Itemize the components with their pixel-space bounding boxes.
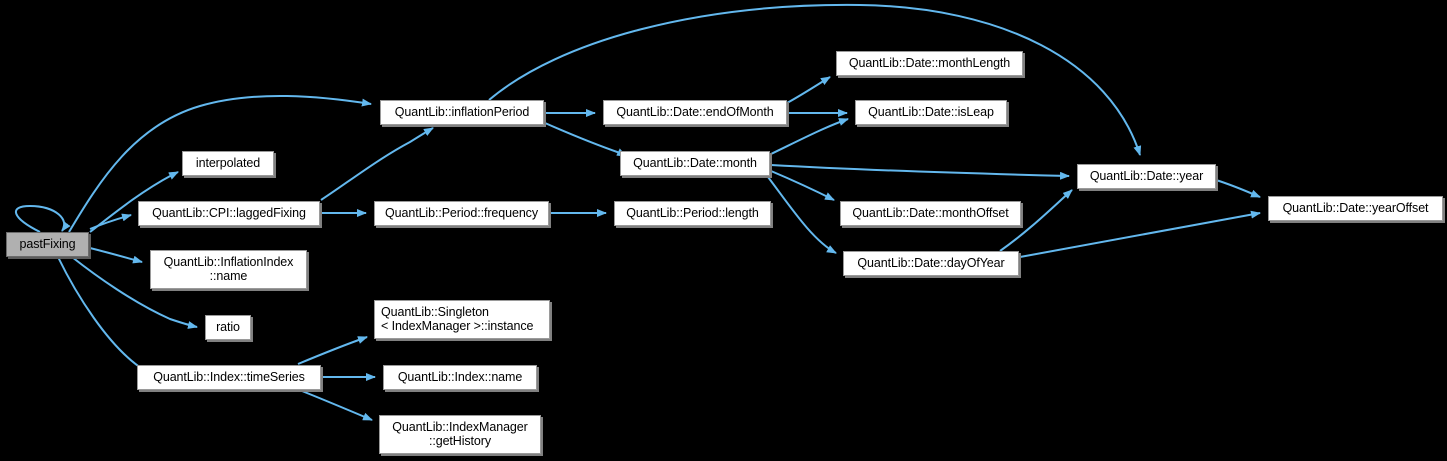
node-quantlib-period-length[interactable]: QuantLib::Period::length xyxy=(614,201,771,226)
node-quantlib-inflationindex-name[interactable]: QuantLib::InflationIndex ::name xyxy=(150,250,307,289)
node-label: QuantLib::Period::length xyxy=(626,205,759,220)
edge-dayOfYear-year xyxy=(999,189,1073,252)
edge-laggedFixing-inflationPeriod xyxy=(320,127,434,201)
node-label: QuantLib::Singleton < IndexManager >::in… xyxy=(381,305,534,333)
node-quantlib-date-yearoffset[interactable]: QuantLib::Date::yearOffset xyxy=(1268,196,1443,221)
node-interpolated[interactable]: interpolated xyxy=(182,151,274,176)
edge-pastFixing-ratio xyxy=(71,256,198,329)
node-quantlib-date-monthlength[interactable]: QuantLib::Date::monthLength xyxy=(836,51,1023,76)
node-quantlib-period-frequency[interactable]: QuantLib::Period::frequency xyxy=(374,201,549,226)
node-quantlib-index-timeseries[interactable]: QuantLib::Index::timeSeries xyxy=(137,365,321,390)
edge-pastFixing-interpolated xyxy=(89,171,179,233)
node-pastFixing[interactable]: pastFixing xyxy=(6,232,89,257)
node-label: QuantLib::Date::yearOffset xyxy=(1282,200,1429,215)
node-label: QuantLib::IndexManager ::getHistory xyxy=(392,420,528,448)
node-label: QuantLib::InflationIndex ::name xyxy=(163,255,294,283)
node-label: QuantLib::inflationPeriod xyxy=(394,104,530,119)
node-label: QuantLib::Index::timeSeries xyxy=(153,369,305,384)
node-label: pastFixing xyxy=(19,236,76,251)
node-label: QuantLib::Date::monthLength xyxy=(848,55,1011,70)
node-quantlib-index-name[interactable]: QuantLib::Index::name xyxy=(383,365,537,390)
node-quantlib-inflationperiod[interactable]: QuantLib::inflationPeriod xyxy=(380,100,544,125)
node-quantlib-date-isleap[interactable]: QuantLib::Date::isLeap xyxy=(855,100,1007,125)
node-quantlib-date-dayofyear[interactable]: QuantLib::Date::dayOfYear xyxy=(843,251,1019,276)
node-label: QuantLib::Date::month xyxy=(633,155,757,170)
edge-pastFixing-inflationPeriod xyxy=(68,94,372,233)
node-quantlib-date-endofmonth[interactable]: QuantLib::Date::endOfMonth xyxy=(603,100,787,125)
node-label: QuantLib::Date::dayOfYear xyxy=(857,255,1005,270)
edge-pastFixing-inflationIndexName xyxy=(89,247,143,264)
edge-inflationPeriod-year xyxy=(488,3,1142,156)
edge-month-dayOfYear xyxy=(767,176,837,254)
node-label: QuantLib::Date::monthOffset xyxy=(852,205,1009,220)
edge-month-year xyxy=(770,164,1070,180)
node-ratio[interactable]: ratio xyxy=(205,315,251,340)
edge-pastFixing-timeSeries xyxy=(57,256,154,374)
node-label: QuantLib::Date::isLeap xyxy=(868,104,994,119)
edge-pastFixing-pastFixing xyxy=(14,204,71,233)
edge-month-monthOffset xyxy=(770,170,835,201)
node-quantlib-singleton-indexmanager-instance[interactable]: QuantLib::Singleton < IndexManager >::in… xyxy=(374,300,550,339)
edge-year-yearOffset xyxy=(1215,179,1261,198)
node-quantlib-date-month[interactable]: QuantLib::Date::month xyxy=(620,151,770,176)
node-label: QuantLib::Date::endOfMonth xyxy=(616,104,774,119)
edge-endOfMonth-monthLength xyxy=(786,76,831,104)
node-label: QuantLib::CPI::laggedFixing xyxy=(152,205,306,220)
edge-timeSeries-getHistory xyxy=(301,390,373,421)
edge-month-isLeap xyxy=(770,118,849,155)
node-quantlib-indexmanager-gethistory[interactable]: QuantLib::IndexManager ::getHistory xyxy=(379,415,541,454)
node-label: ratio xyxy=(216,319,240,334)
edge-dayOfYear-yearOffset xyxy=(1019,210,1261,258)
edge-pastFixing-laggedFixing xyxy=(89,213,132,230)
node-label: QuantLib::Period::frequency xyxy=(385,205,538,220)
node-quantlib-cpi-laggedfixing[interactable]: QuantLib::CPI::laggedFixing xyxy=(138,201,320,226)
edge-inflationPeriod-month xyxy=(544,122,627,157)
node-quantlib-date-year[interactable]: QuantLib::Date::year xyxy=(1077,164,1216,189)
node-label: interpolated xyxy=(195,155,261,170)
edge-timeSeries-singletonInstance xyxy=(297,336,368,365)
node-quantlib-date-monthoffset[interactable]: QuantLib::Date::monthOffset xyxy=(840,201,1021,226)
node-label: QuantLib::Index::name xyxy=(397,369,523,384)
node-label: QuantLib::Date::year xyxy=(1089,168,1204,183)
